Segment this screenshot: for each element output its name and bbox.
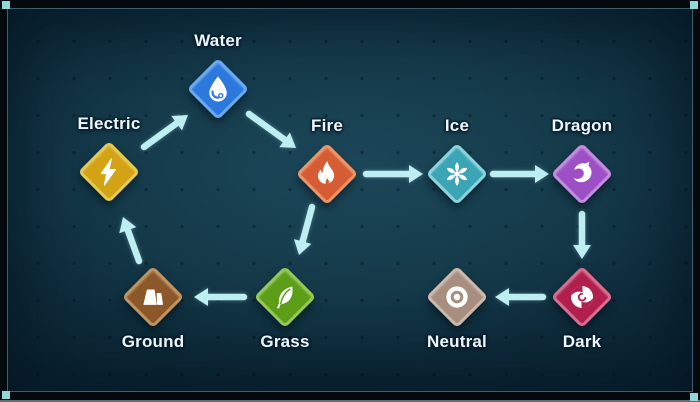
corner-marker-bottom-left — [2, 391, 10, 399]
arrow-grass-to-ground — [194, 288, 248, 306]
arrow-fire-to-ice — [362, 165, 423, 183]
element-label-grass: Grass — [260, 332, 310, 351]
flame-icon — [312, 159, 342, 189]
dark-vortex-icon — [567, 282, 597, 312]
rock-icon — [138, 282, 168, 312]
arrow-dragon-to-dark — [573, 210, 591, 259]
arrow-electric-to-water — [140, 115, 188, 151]
dragon-head-icon — [567, 159, 597, 189]
water-drop-icon — [203, 74, 233, 104]
corner-marker-top-left — [2, 1, 10, 9]
element-label-dark: Dark — [562, 332, 602, 351]
snowflake-icon — [442, 159, 472, 189]
arrow-ice-to-dragon — [489, 165, 549, 183]
corner-marker-bottom-right — [690, 393, 698, 401]
arrow-water-to-fire — [245, 110, 296, 148]
element-label-ground: Ground — [121, 332, 185, 351]
window-bottom-edge — [0, 400, 700, 402]
element-label-electric: Electric — [77, 114, 141, 133]
leaf-icon — [270, 282, 300, 312]
element-label-neutral: Neutral — [427, 332, 487, 351]
element-label-fire: Fire — [311, 116, 343, 135]
lightning-bolt-icon — [94, 157, 124, 187]
arrow-fire-to-grass — [293, 203, 316, 255]
element-label-water: Water — [194, 31, 242, 50]
arrow-dark-to-neutral — [495, 288, 547, 306]
corner-marker-top-right — [690, 1, 698, 9]
element-label-ice: Ice — [444, 116, 470, 135]
bullseye-icon — [442, 282, 472, 312]
element-label-dragon: Dragon — [551, 116, 613, 135]
arrow-ground-to-electric — [119, 217, 143, 265]
